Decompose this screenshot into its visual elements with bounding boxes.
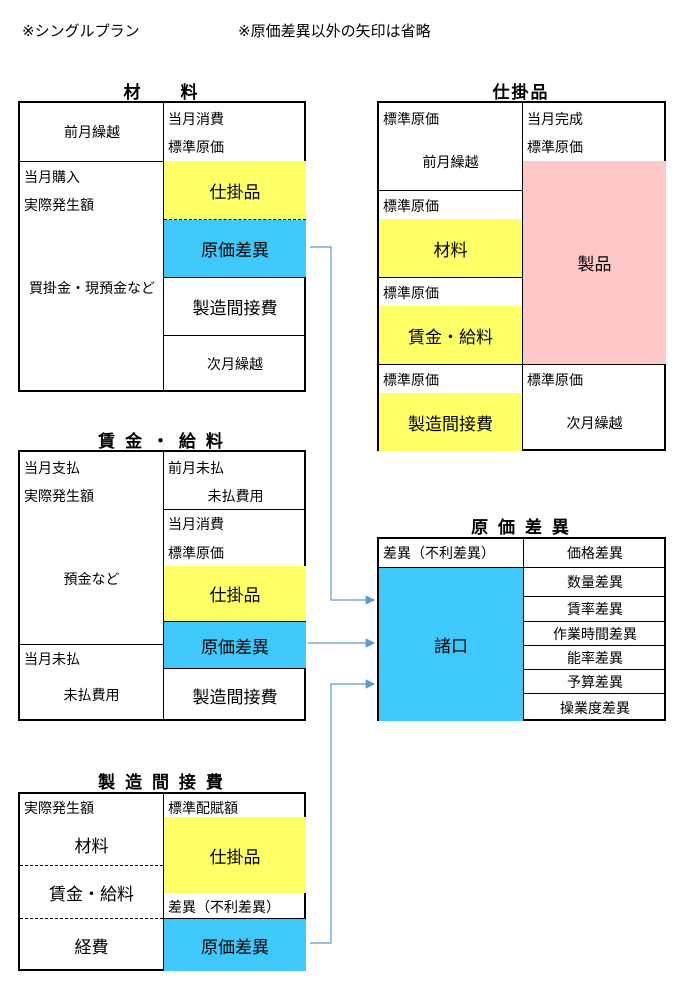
variance-diff: 差異（不利差異） [383,546,495,562]
wip-complete: 当月完成 [527,112,583,128]
wages-wip: 仕掛品 [164,566,306,621]
overhead-actual: 実際発生額 [24,801,94,817]
overhead-applied: 標準配賦額 [168,801,238,817]
wip-std-label: 標準原価 [383,112,439,128]
materials-variance: 原価差異 [164,220,306,277]
wages-unpaid: 当月未払 [24,652,80,668]
overhead-diff: 差異（不利差異） [168,900,280,916]
overhead-account: 実際発生額 材料 賃金・給料 経費 標準配賦額 仕掛品 差異（不利差異） 原価差… [18,792,306,971]
materials-overhead: 製造間接費 [192,299,278,319]
wages-consume: 当月消費 [168,517,224,533]
variance-item: 賃率差異 [524,596,666,621]
wages-account: 当月支払 実際発生額 預金など 当月未払 未払費用 前月未払 未払費用 当月消費… [18,450,306,721]
note-single-plan: ※シングルプラン [22,22,140,40]
variance-item: 作業時間差異 [524,621,666,645]
wages-variance: 原価差異 [164,621,306,669]
variance-sundry: 諸口 [379,567,523,721]
overhead-variance: 原価差異 [164,918,306,971]
wages-title: 賃 金 ・ 給 料 [98,432,225,452]
materials-actual: 実際発生額 [24,198,94,214]
wages-unpaid-expense: 未払費用 [63,688,120,704]
overhead-title: 製 造 間 接 費 [98,773,225,793]
wages-prev-unpaid-expense: 未払費用 [207,489,264,505]
wages-paid: 当月支払 [24,461,80,477]
arrow-overhead-variance [310,679,376,944]
wip-std-label: 標準原価 [527,373,583,389]
materials-payables: 買掛金・現預金など [29,281,155,297]
wip-next: 次月繰越 [566,416,623,432]
wages-prev-unpaid: 前月未払 [168,461,224,477]
note-arrows: ※原価差異以外の矢印は省略 [238,22,431,40]
variance-item: 能率差異 [524,645,666,669]
wip-overhead: 製造間接費 [379,393,522,451]
wip-wages: 賃金・給料 [379,306,522,364]
materials-account: 前月繰越 当月購入 実際発生額 買掛金・現預金など 当月消費 標準原価 仕掛品 … [18,101,306,392]
wip-std-label: 標準原価 [527,140,583,156]
variance-item: 予算差異 [524,669,666,693]
wages-overhead: 製造間接費 [192,687,278,708]
materials-purchase: 当月購入 [24,170,80,186]
overhead-wages: 賃金・給料 [49,884,134,905]
materials-prev: 前月繰越 [64,125,120,141]
materials-next: 次月繰越 [207,357,263,373]
arrow-materials-variance [310,246,376,605]
overhead-wip: 仕掛品 [164,817,306,893]
overhead-materials: 材料 [74,836,109,857]
materials-consume: 当月消費 [168,112,224,128]
wip-prev: 前月繰越 [422,155,479,171]
wip-materials: 材料 [379,219,522,277]
variance-item: 価格差異 [567,546,623,562]
overhead-expenses: 経費 [74,937,109,958]
wip-std-label: 標準原価 [383,286,439,302]
wip-product: 製品 [523,161,666,364]
wip-account: 標準原価 前月繰越 標準原価 材料 標準原価 賃金・給料 標準原価 製造間接費 … [377,101,666,451]
wip-std-label: 標準原価 [383,199,439,215]
variance-account: 差異（不利差異） 諸口 価格差異数量差異賃率差異作業時間差異能率差異予算差異操業… [377,537,666,721]
materials-std: 標準原価 [168,140,224,156]
materials-wip: 仕掛品 [164,161,306,219]
wages-actual: 実際発生額 [24,489,94,505]
variance-item: 操業度差異 [524,693,666,721]
wip-std-label: 標準原価 [383,373,439,389]
wip-title: 仕掛品 [492,83,550,103]
variance-item: 数量差異 [524,567,666,596]
wages-deposit: 預金など [63,572,120,588]
materials-title: 材 料 [123,83,200,103]
variance-title: 原 価 差 異 [471,518,571,538]
wages-std: 標準原価 [168,546,224,562]
